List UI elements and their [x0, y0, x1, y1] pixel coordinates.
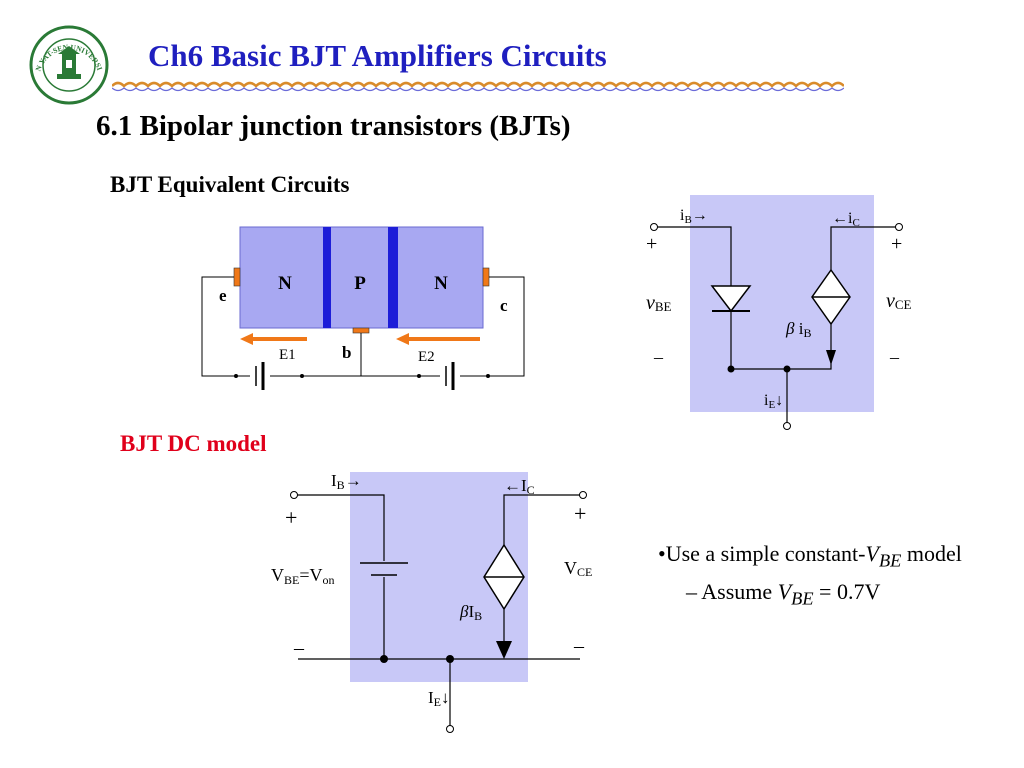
emitter-label: e: [219, 286, 227, 305]
svg-text:–: –: [653, 347, 664, 367]
svg-text:VBE=Von: VBE=Von: [271, 565, 335, 587]
base-label: b: [342, 343, 351, 362]
svg-text:–: –: [889, 347, 900, 367]
region-p: P: [354, 273, 366, 294]
svg-text:+: +: [646, 233, 657, 255]
svg-text:vCE: vCE: [886, 290, 912, 312]
svg-text:+: +: [285, 505, 297, 530]
wavy-divider: [112, 81, 844, 92]
svg-text:βIB: βIB: [459, 602, 482, 623]
svg-text:–: –: [573, 635, 585, 657]
npn-structure-diagram: N P N e c b E1 E2: [201, 226, 525, 390]
slide-title: Ch6 Basic BJT Amplifiers Circuits: [148, 38, 607, 73]
university-logo: SUN YAT-SEN UNIVERSITY: [28, 24, 109, 105]
equivalent-circuit: iB→ ←iC + + vBE vCE β iB – – iE↓: [646, 195, 912, 430]
svg-text:IB→: IB→: [331, 471, 362, 492]
svg-text:vBE: vBE: [646, 292, 672, 314]
section-title: 6.1 Bipolar junction transistors (BJTs): [96, 110, 571, 142]
base-contact: [352, 327, 370, 334]
svg-text:+: +: [891, 233, 902, 255]
svg-text:β iB: β iB: [785, 319, 811, 340]
dc-model-circuit: IB→ ←IC + + VBE=Von VCE βIB – – IE↓: [271, 471, 592, 733]
field-label-e1: E1: [279, 347, 296, 363]
bullet-1-sub: – Assume VBE = 0.7V: [686, 579, 881, 609]
emitter-contact: [233, 267, 241, 287]
svg-text:IE↓: IE↓: [428, 688, 450, 709]
diode-symbol: [710, 285, 752, 313]
bullet-list: •Use a simple constant-VBE model – Assum…: [658, 538, 983, 615]
dc-model-heading: BJT DC model: [120, 431, 267, 456]
svg-text:–: –: [293, 637, 305, 659]
junction-right: [388, 227, 398, 328]
svg-text:+: +: [574, 501, 586, 526]
svg-text:←IC: ←IC: [504, 476, 535, 497]
svg-text:iE↓: iE↓: [764, 392, 783, 411]
region-n-right: N: [434, 273, 448, 294]
svg-text:iB→: iB→: [680, 207, 708, 226]
npn-body: [239, 226, 484, 329]
collector-label: c: [500, 296, 508, 315]
bullet-1: •Use a simple constant-VBE model: [658, 541, 962, 571]
collector-contact: [482, 267, 490, 287]
svg-text:VCE: VCE: [564, 558, 592, 579]
region-n-left: N: [278, 273, 292, 294]
equiv-heading: BJT Equivalent Circuits: [110, 172, 350, 197]
field-label-e2: E2: [418, 349, 435, 365]
svg-text:←iC: ←iC: [832, 210, 860, 229]
junction-left: [323, 227, 331, 328]
